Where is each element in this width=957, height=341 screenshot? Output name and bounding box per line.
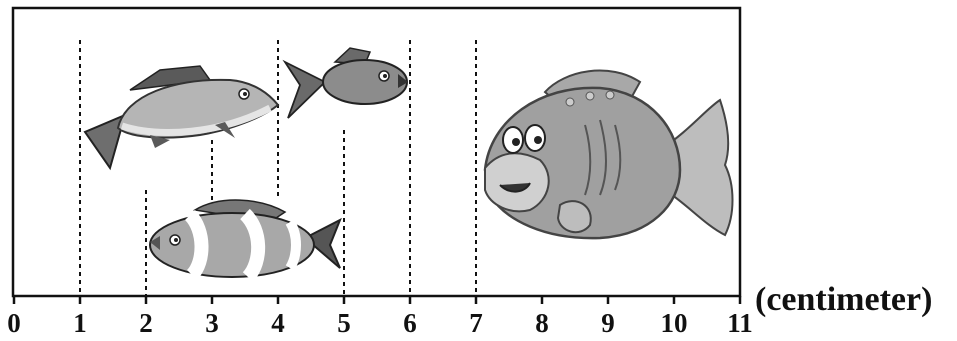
striped-fish-tail bbox=[83, 113, 127, 171]
small-fish-mouth bbox=[398, 74, 408, 88]
small-dark-fish bbox=[282, 47, 408, 119]
tick-label-3: 3 bbox=[205, 308, 219, 338]
tick-label-8: 8 bbox=[535, 308, 549, 338]
clownfish-stripe-3 bbox=[285, 219, 301, 271]
clownfish-body bbox=[149, 212, 315, 278]
clownfish-stripe-2 bbox=[239, 208, 266, 282]
big-fish-tail bbox=[658, 98, 734, 237]
clownfish-tail bbox=[303, 217, 342, 269]
striped-gray-fish bbox=[83, 65, 280, 171]
big-fish-gill-lines bbox=[584, 119, 622, 196]
tick-label-9: 9 bbox=[601, 308, 615, 338]
tick-label-7: 7 bbox=[469, 308, 483, 338]
tick-label-2: 2 bbox=[139, 308, 153, 338]
big-fish-face bbox=[484, 152, 550, 213]
clownfish bbox=[149, 199, 342, 282]
tick-label-10: 10 bbox=[661, 308, 688, 338]
big-fish-spot-2 bbox=[585, 91, 595, 101]
tick-label-6: 6 bbox=[403, 308, 417, 338]
big-fish-mouth bbox=[499, 182, 531, 193]
clownfish-mouth bbox=[150, 236, 160, 250]
tick-label-5: 5 bbox=[337, 308, 351, 338]
ruler-ticks: 0 1 2 3 4 5 6 7 8 9 10 11 bbox=[7, 296, 753, 338]
big-fish-spot-1 bbox=[565, 97, 575, 107]
tick-label-11: 11 bbox=[727, 308, 753, 338]
guide-lines bbox=[79, 40, 477, 296]
striped-fish-belly-stripe bbox=[120, 104, 272, 136]
tick-label-0: 0 bbox=[7, 308, 21, 338]
small-fish-tail bbox=[282, 59, 327, 119]
striped-fish-pelvic-fin bbox=[150, 135, 170, 148]
big-cartoon-fish bbox=[483, 69, 734, 240]
tick-label-1: 1 bbox=[73, 308, 87, 338]
striped-fish-anal-fin bbox=[215, 122, 235, 138]
unit-label: (centimeter) bbox=[755, 281, 932, 318]
big-fish-spot-3 bbox=[605, 90, 615, 100]
tick-label-4: 4 bbox=[271, 308, 285, 338]
small-fish-body bbox=[322, 59, 408, 105]
big-fish-pectoral-fin bbox=[556, 200, 592, 234]
clownfish-stripe-1 bbox=[184, 210, 209, 280]
